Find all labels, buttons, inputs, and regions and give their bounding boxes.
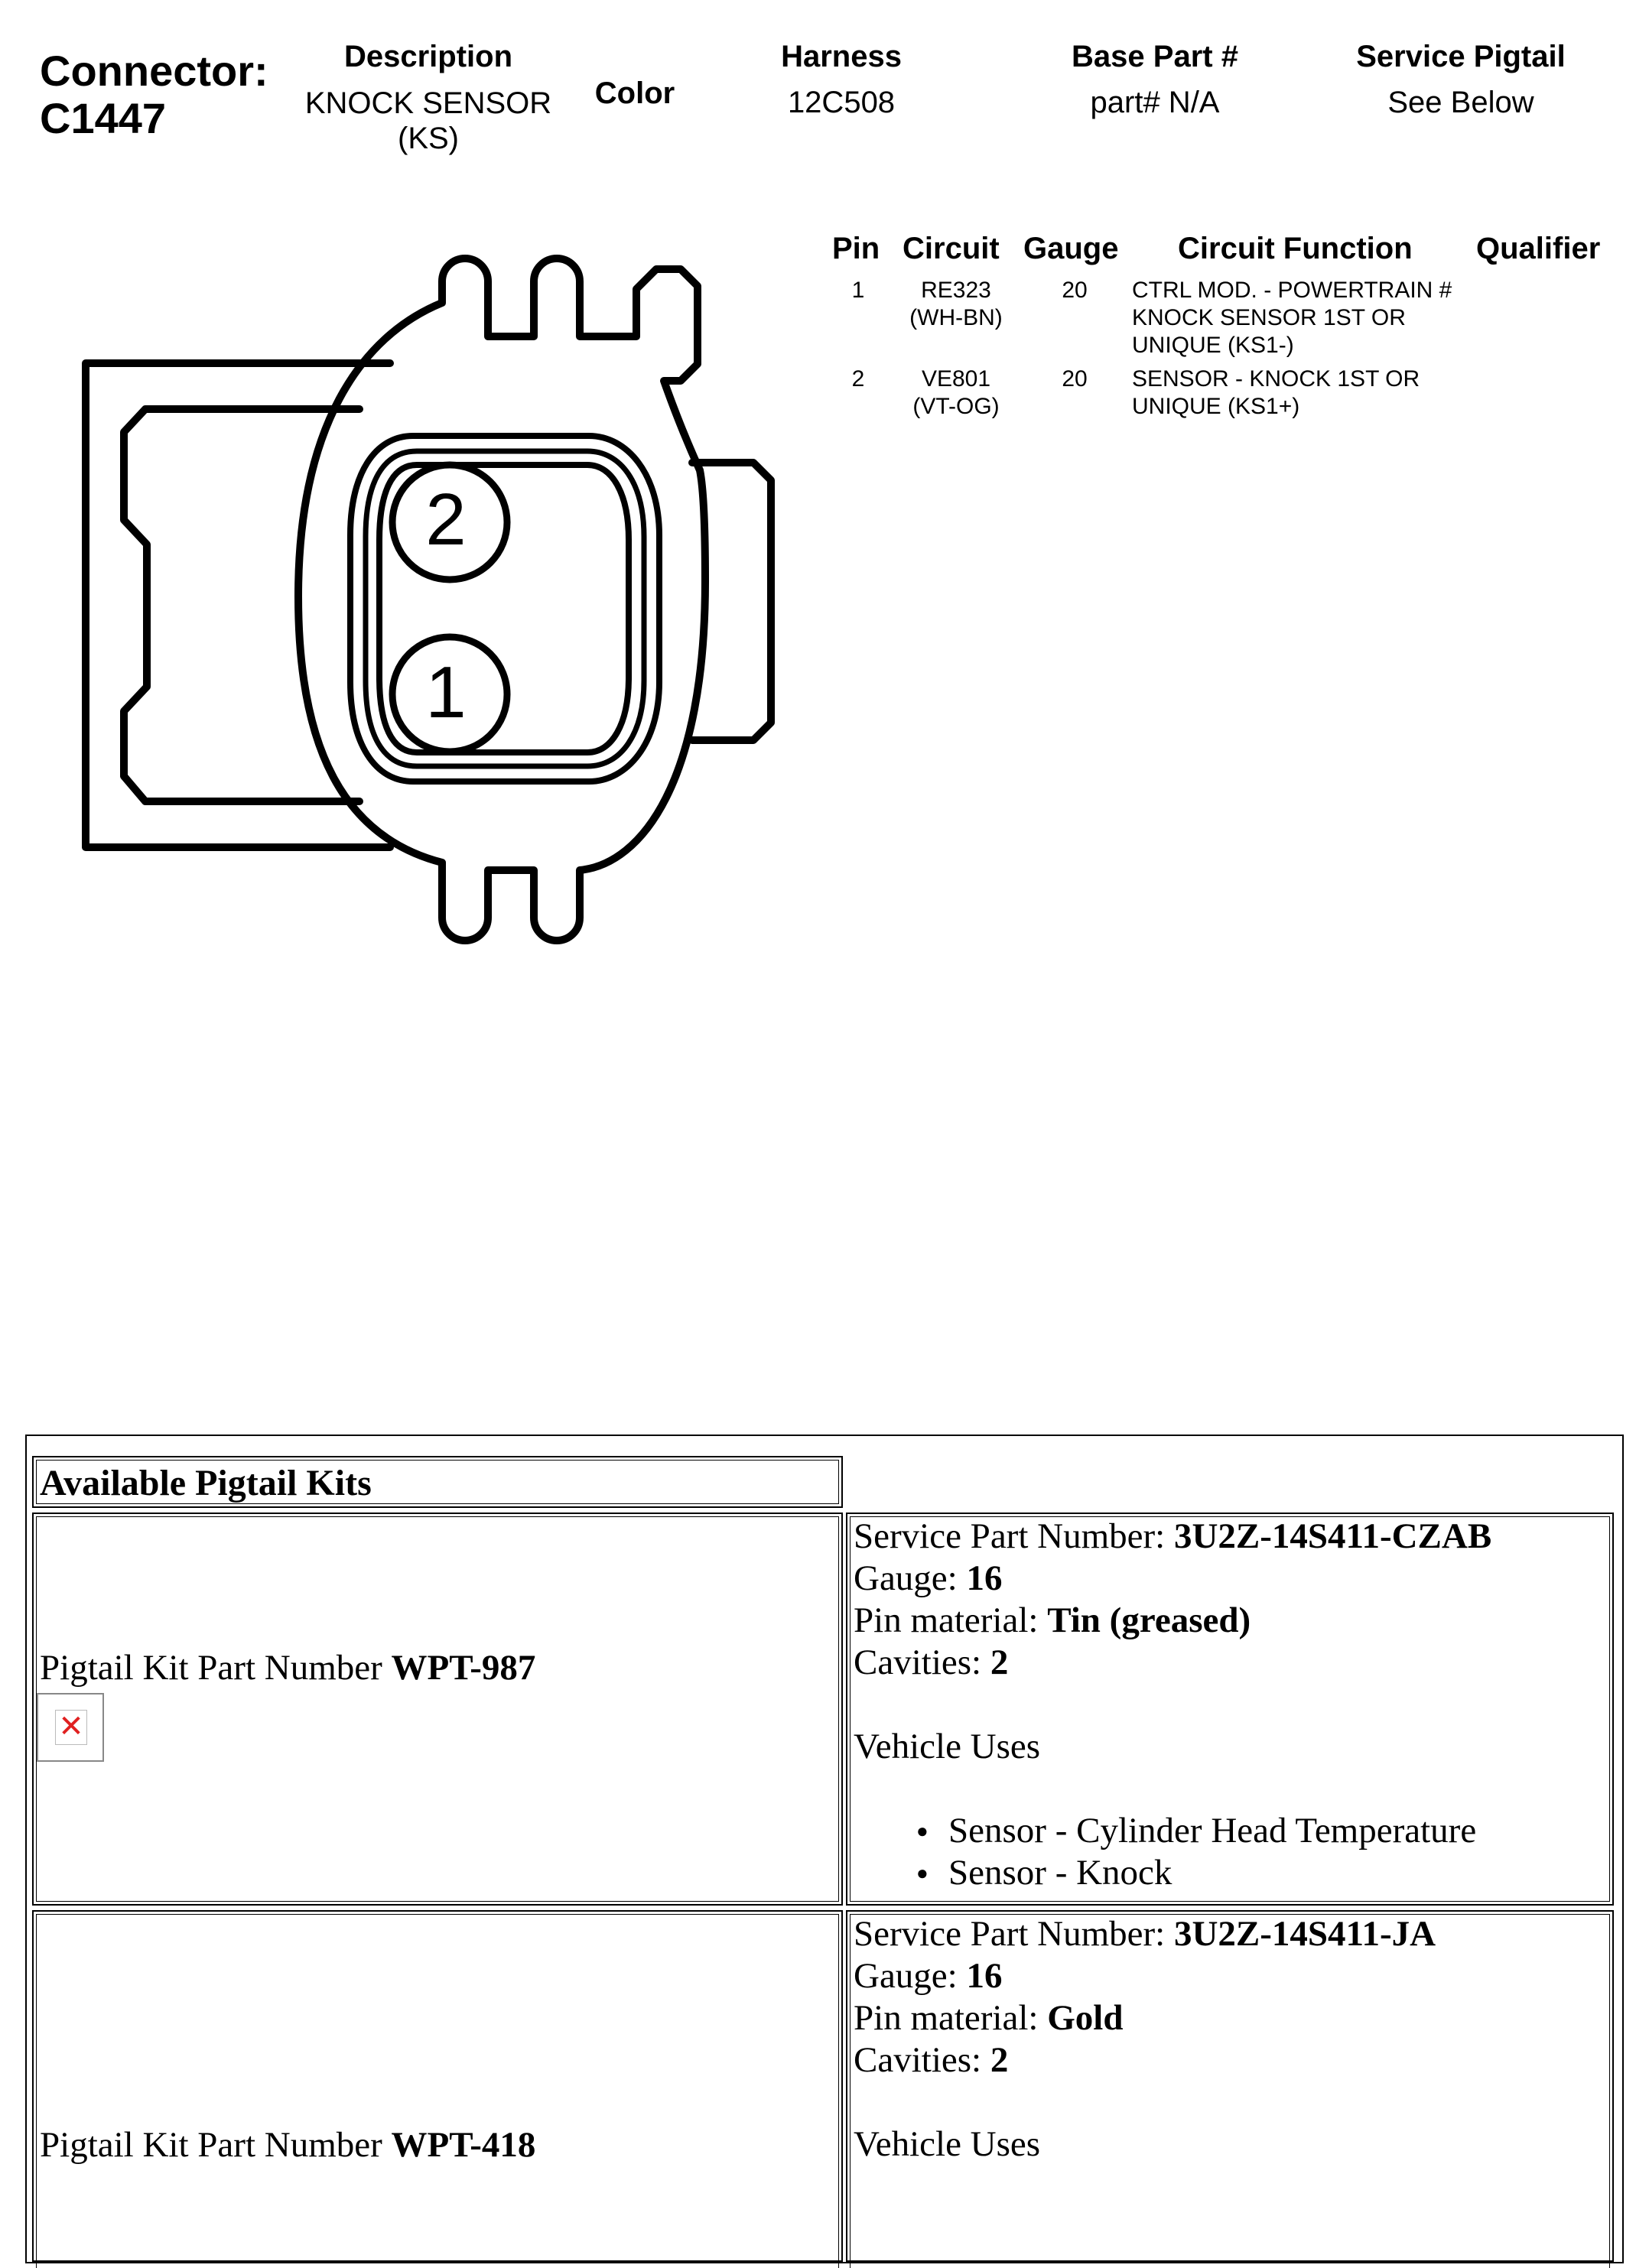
- row1-function-line: KNOCK SENSOR 1ST OR: [1132, 305, 1406, 330]
- row2-gauge: 20: [1062, 366, 1088, 392]
- kit1-part-number: Pigtail Kit Part Number WPT-987: [40, 1647, 535, 1689]
- kit1-pin-material: Pin material: Tin (greased): [854, 1600, 1491, 1642]
- color-label: Color: [594, 76, 675, 110]
- pin-1-cavity: [389, 633, 511, 755]
- kit1-details-cell: Service Part Number: 3U2Z-14S411-CZAB Ga…: [846, 1513, 1614, 1906]
- pin-material-label: Pin material:: [854, 1998, 1039, 2038]
- kit1-cavities-value: 2: [990, 1643, 1009, 1682]
- kit1-gauge: Gauge: 16: [854, 1558, 1491, 1600]
- service-pigtail-label: Service Pigtail: [1356, 40, 1566, 73]
- kit1-vehicle-uses-label: Vehicle Uses: [854, 1727, 1041, 1766]
- pigtail-kits-title: Available Pigtail Kits: [40, 1463, 372, 1503]
- cavity-recess: [376, 462, 632, 755]
- vehicle-use-item: Sensor - Knock: [854, 1852, 1491, 1894]
- kit1-part-number-label: Pigtail Kit Part Number: [40, 1648, 382, 1688]
- kit2-details-cell: Service Part Number: 3U2Z-14S411-JA Gaug…: [846, 1910, 1614, 2268]
- cavity-ring-inner: [363, 448, 647, 769]
- pin-2-cavity: [389, 461, 511, 583]
- harness-value: 12C508: [787, 86, 896, 119]
- connector-label: Connector:: [40, 47, 268, 95]
- kit2-part-number-label: Pigtail Kit Part Number: [40, 2125, 382, 2165]
- pin-2-number: 2: [425, 479, 466, 561]
- description-line2: (KS): [398, 122, 459, 155]
- row2-circuit-id: VE801: [921, 366, 991, 392]
- base-part-value: part# N/A: [1090, 86, 1220, 119]
- cavities-label: Cavities:: [854, 1643, 982, 1682]
- row2-circuit-color: (VT-OG): [912, 394, 1000, 419]
- kit1-broken-image-icon: ✕: [37, 1693, 104, 1762]
- harness-label: Harness: [781, 40, 902, 73]
- pin-1-number: 1: [425, 651, 466, 733]
- kit2-service-part: Service Part Number: 3U2Z-14S411-JA: [854, 1913, 1436, 1955]
- vehicle-use-item: Sensor - Cylinder Head Temperature: [854, 1810, 1491, 1852]
- row1-circuit: RE323 (WH-BN): [895, 277, 1017, 332]
- kit2-vehicle-uses-label: Vehicle Uses: [854, 2124, 1041, 2164]
- description-line1: KNOCK SENSOR: [304, 86, 552, 120]
- kit2-gauge: Gauge: 16: [854, 1955, 1436, 1997]
- connector-body-outline: [294, 255, 709, 944]
- connector-id: C1447: [40, 94, 167, 142]
- circuit-function-col-header: Circuit Function: [1178, 232, 1413, 265]
- service-pigtail-value: See Below: [1387, 86, 1534, 119]
- connector-face-diagram: 2 1: [82, 255, 775, 944]
- row1-circuit-color: (WH-BN): [909, 305, 1003, 330]
- row2-function: SENSOR - KNOCK 1ST OR UNIQUE (KS1+): [1132, 366, 1420, 421]
- qualifier-col-header: Qualifier: [1476, 232, 1601, 265]
- kit2-part-number: Pigtail Kit Part Number WPT-418: [40, 2124, 535, 2166]
- kit1-number-cell: Pigtail Kit Part Number WPT-987 ✕: [32, 1513, 843, 1906]
- gauge-col-header: Gauge: [1023, 232, 1119, 265]
- connector-title: Connector: C1447: [40, 47, 268, 142]
- kit1-cavities: Cavities: 2: [854, 1642, 1491, 1684]
- gauge-label: Gauge:: [854, 1558, 958, 1598]
- kit2-service-part-value: 3U2Z-14S411-JA: [1173, 1914, 1436, 1954]
- base-part-label: Base Part #: [1072, 40, 1238, 73]
- kit1-service-part: Service Part Number: 3U2Z-14S411-CZAB: [854, 1516, 1491, 1558]
- kit1-pin-material-value: Tin (greased): [1047, 1600, 1251, 1640]
- cavities-label: Cavities:: [854, 2040, 982, 2080]
- description-label: Description: [343, 40, 513, 73]
- housing-inner-outline: [120, 405, 363, 805]
- kit1-gauge-value: 16: [966, 1558, 1003, 1598]
- row1-pin: 1: [851, 278, 865, 303]
- kit2-number-cell: Pigtail Kit Part Number WPT-418: [32, 1910, 843, 2268]
- circuit-col-header: Circuit: [903, 232, 1000, 265]
- housing-right-latch: [688, 459, 775, 744]
- row2-pin: 2: [851, 366, 865, 392]
- kit1-vehicle-uses-list: Sensor - Cylinder Head Temperature Senso…: [854, 1810, 1491, 1894]
- row1-function-line: UNIQUE (KS1-): [1132, 333, 1294, 358]
- service-part-label: Service Part Number:: [854, 1914, 1166, 1954]
- kit2-cavities: Cavities: 2: [854, 2039, 1436, 2081]
- pin-col-header: Pin: [832, 232, 880, 265]
- kit1-details: Service Part Number: 3U2Z-14S411-CZAB Ga…: [854, 1516, 1491, 1894]
- row1-gauge: 20: [1062, 278, 1088, 303]
- kit1-part-number-value: WPT-987: [391, 1648, 536, 1688]
- kit2-details: Service Part Number: 3U2Z-14S411-JA Gaug…: [854, 1913, 1436, 2166]
- service-part-label: Service Part Number:: [854, 1516, 1166, 1556]
- pigtail-kits-title-cell: Available Pigtail Kits: [32, 1456, 843, 1508]
- kit2-cavities-value: 2: [990, 2040, 1009, 2080]
- pin-material-label: Pin material:: [854, 1600, 1039, 1640]
- kit2-gauge-value: 16: [966, 1956, 1003, 1996]
- description-value: KNOCK SENSOR (KS): [275, 86, 581, 156]
- housing-outer-outline: [82, 359, 394, 851]
- kit1-service-part-value: 3U2Z-14S411-CZAB: [1173, 1516, 1492, 1556]
- kit2-part-number-value: WPT-418: [391, 2125, 536, 2165]
- gauge-label: Gauge:: [854, 1956, 958, 1996]
- row1-function-line: CTRL MOD. - POWERTRAIN #: [1132, 278, 1452, 303]
- kit2-pin-material-value: Gold: [1047, 1998, 1124, 2038]
- kit2-pin-material: Pin material: Gold: [854, 1997, 1436, 2039]
- cavity-ring-outer: [347, 433, 662, 785]
- row2-function-line: SENSOR - KNOCK 1ST OR: [1132, 366, 1420, 392]
- row2-circuit: VE801 (VT-OG): [895, 366, 1017, 421]
- row1-function: CTRL MOD. - POWERTRAIN # KNOCK SENSOR 1S…: [1132, 277, 1452, 359]
- row1-circuit-id: RE323: [921, 278, 991, 303]
- row2-function-line: UNIQUE (KS1+): [1132, 394, 1300, 419]
